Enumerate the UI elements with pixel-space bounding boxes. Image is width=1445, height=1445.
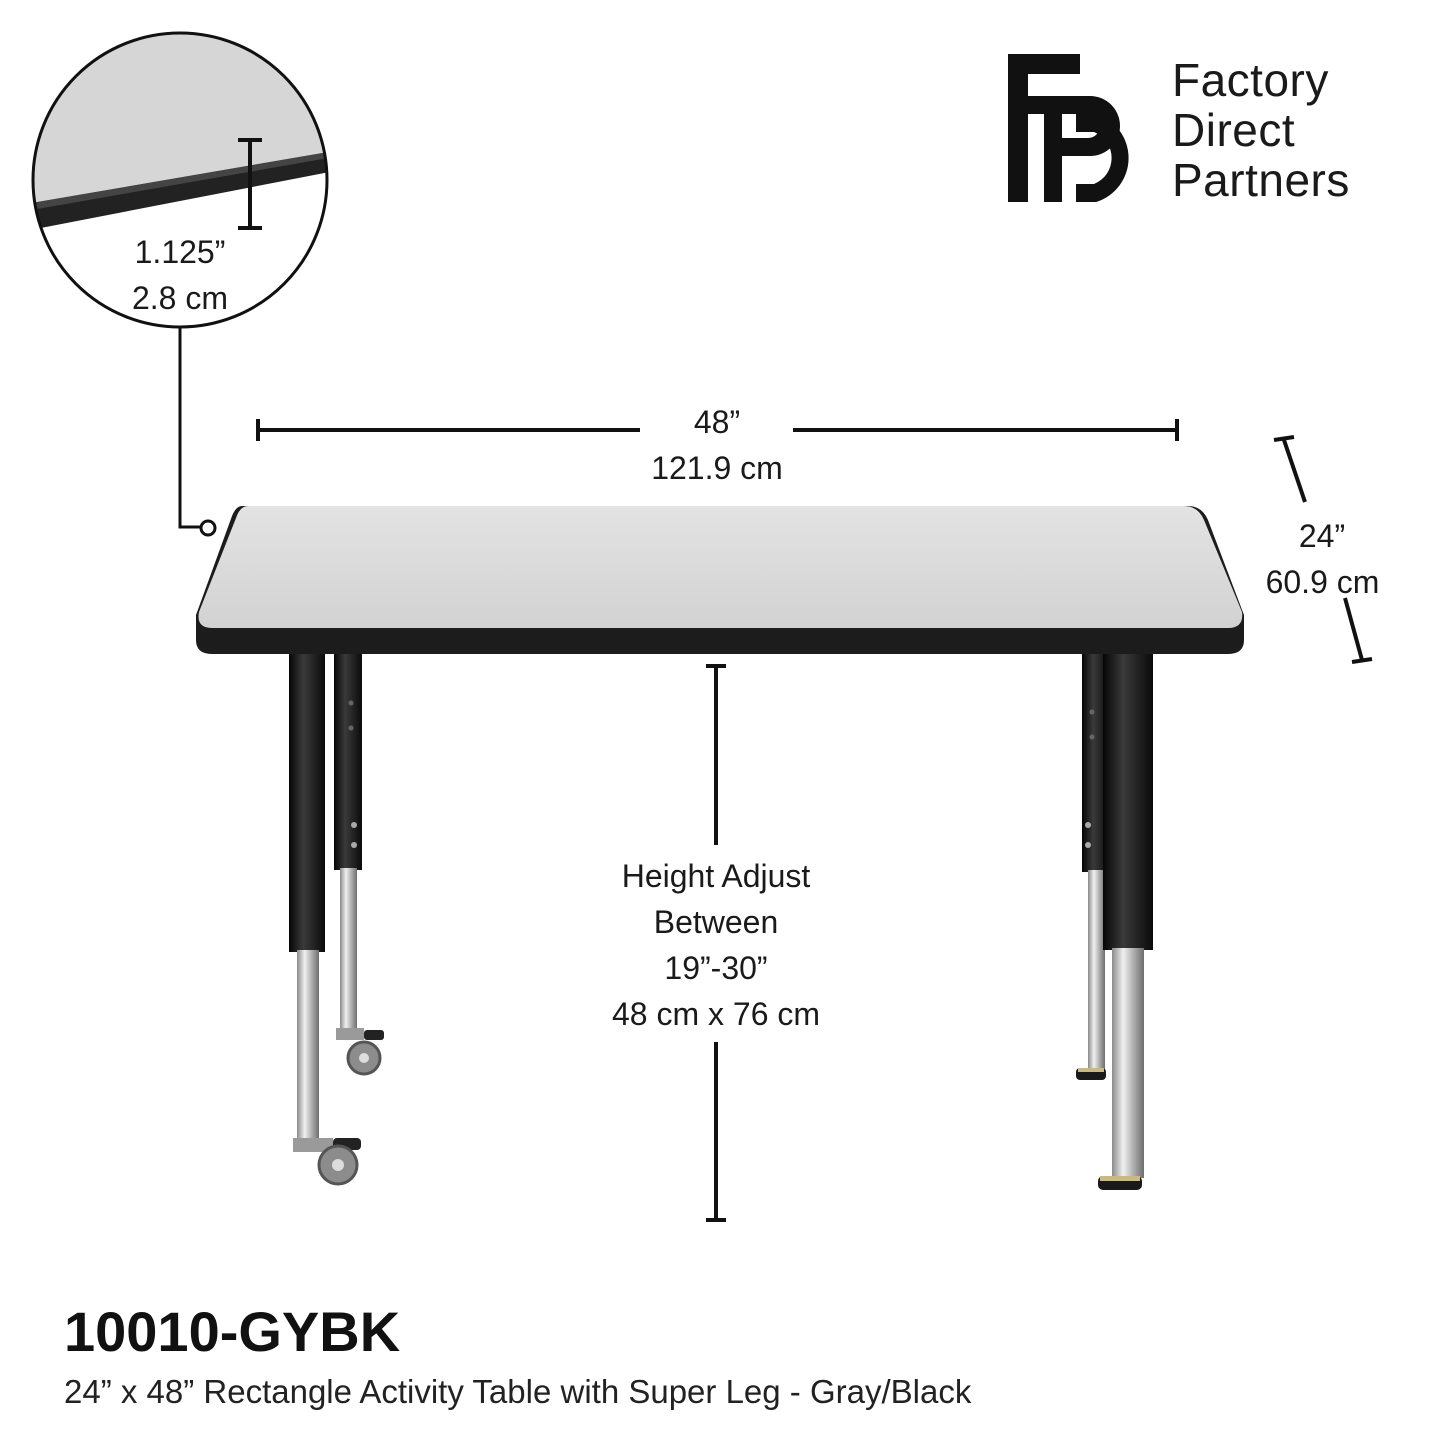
depth-in-label: 24” <box>1298 518 1346 554</box>
edge-thickness-cm: 2.8 cm <box>131 280 229 316</box>
leg-front-left <box>289 650 361 1186</box>
leg-back-left <box>334 650 384 1076</box>
brand-logo <box>1000 52 1140 204</box>
brand-name-line-2: Direct <box>1172 104 1296 156</box>
width-in-label: 48” <box>693 404 741 440</box>
height-dimension-line <box>706 664 726 1222</box>
height-label-line-2: Between <box>653 904 779 940</box>
height-label-line-3: 19”-30” <box>664 950 768 986</box>
depth-cm-label: 60.9 cm <box>1265 564 1380 600</box>
height-label-line-1: Height Adjust <box>621 858 811 894</box>
product-sku: 10010-GYBK <box>64 1300 401 1363</box>
width-dimension-line <box>256 419 1179 441</box>
edge-detail-zoom <box>31 31 329 537</box>
width-cm-label: 121.9 cm <box>651 450 783 486</box>
height-label-line-4: 48 cm x 76 cm <box>611 996 821 1032</box>
edge-thickness-in: 1.125” <box>134 234 226 270</box>
leg-front-right <box>1098 650 1153 1190</box>
brand-name-line-1: Factory <box>1172 54 1329 106</box>
tabletop <box>196 506 1244 654</box>
depth-dimension-line <box>1273 435 1373 664</box>
product-description: 24” x 48” Rectangle Activity Table with … <box>64 1373 972 1410</box>
brand-name-line-3: Partners <box>1172 154 1350 206</box>
fdp-monogram-icon <box>1008 54 1129 202</box>
